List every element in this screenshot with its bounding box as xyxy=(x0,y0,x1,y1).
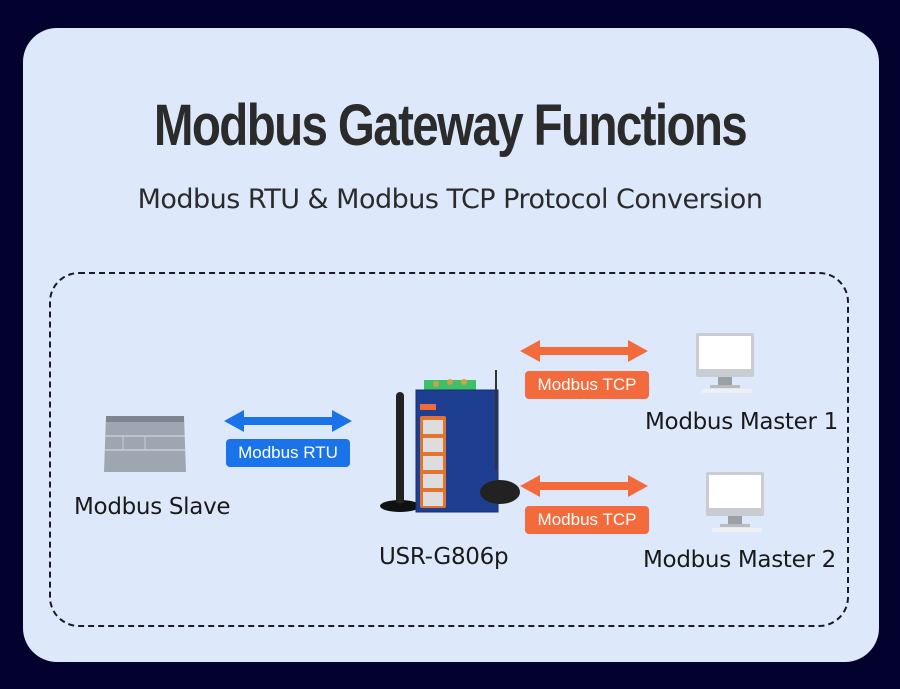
diagram-frame xyxy=(49,272,849,627)
master1-label: Modbus Master 1 xyxy=(645,409,838,435)
desktop-computer-icon xyxy=(706,472,764,532)
tcp-arrow-1-icon xyxy=(520,340,648,362)
desktop-computer-icon xyxy=(696,333,754,393)
rtu-arrow-icon xyxy=(224,410,352,432)
tcp-badge-1: Modbus TCP xyxy=(525,371,649,399)
gateway-router-icon xyxy=(380,370,520,513)
page-title: Modbus Gateway Functions xyxy=(153,93,748,158)
master2-label: Modbus Master 2 xyxy=(643,547,836,573)
plc-device-icon xyxy=(104,416,186,472)
rtu-badge: Modbus RTU xyxy=(226,439,350,467)
tcp-badge-2: Modbus TCP xyxy=(525,506,649,534)
gateway-label: USR-G806p xyxy=(379,544,509,570)
tcp-arrow-2-icon xyxy=(520,475,648,497)
page-subtitle: Modbus RTU & Modbus TCP Protocol Convers… xyxy=(137,184,763,215)
slave-label: Modbus Slave xyxy=(74,494,231,520)
